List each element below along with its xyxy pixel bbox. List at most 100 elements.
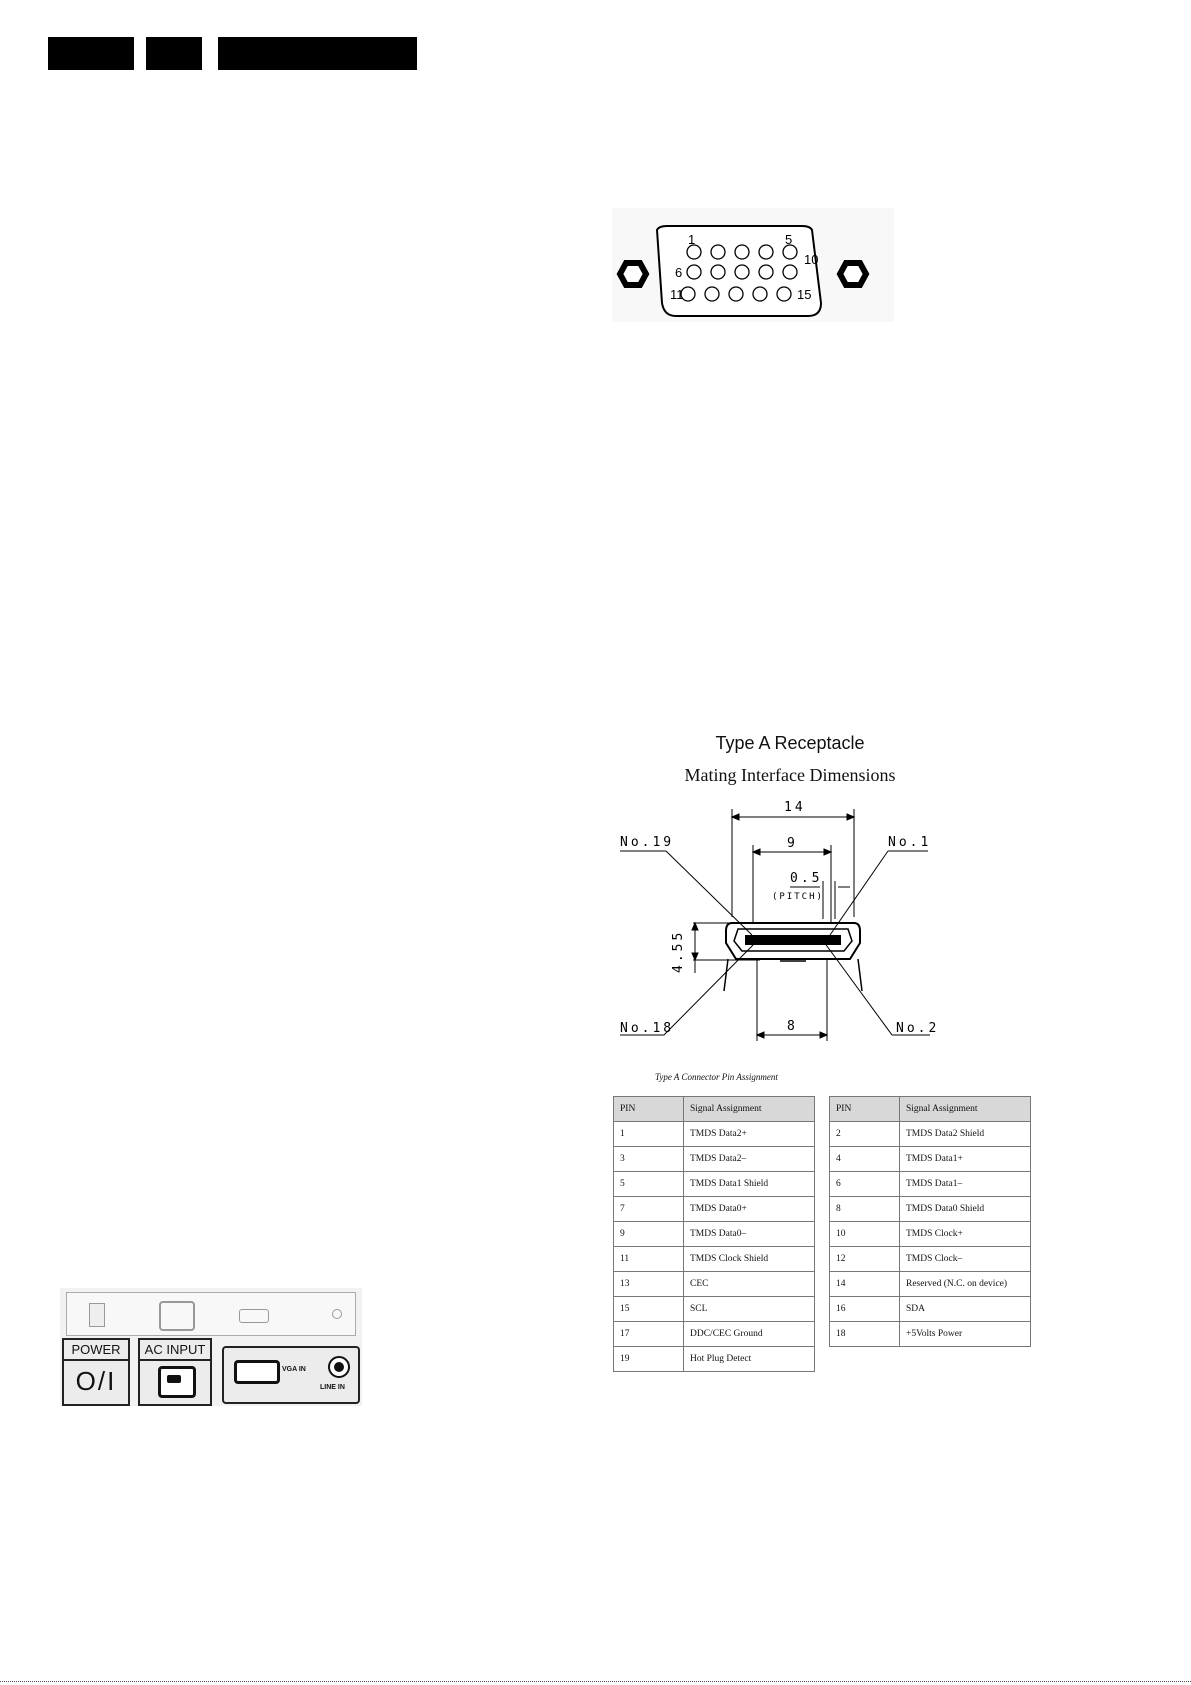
signal-cell: TMDS Data1+ [899,1146,1031,1172]
signal-cell: TMDS Data0– [683,1221,815,1247]
header-bar-1 [48,37,134,70]
audio-jack-icon [332,1309,342,1319]
pin-cell: 10 [829,1221,900,1247]
signal-cell: TMDS Clock– [899,1246,1031,1272]
header-bar-3 [218,37,417,70]
power-symbol: O/I [75,1366,117,1396]
right-screw-icon [836,260,870,288]
pin-cell: 14 [829,1271,900,1297]
header-bar-2 [146,37,202,70]
ac-socket-icon [159,1301,195,1331]
hdmi-figure-title: Type A Receptacle [715,733,865,753]
pin-table-caption: Type A Connector Pin Assignment [655,1072,778,1082]
pin-cell: 8 [829,1196,900,1222]
pin-label-10: 10 [804,252,818,267]
pin-holes [680,244,798,302]
signal-cell: TMDS Clock Shield [683,1246,815,1272]
signal-cell: TMDS Clock+ [899,1221,1031,1247]
signal-cell: +5Volts Power [899,1321,1031,1347]
ac-input-label: AC INPUT [140,1342,210,1361]
pin-cell: 11 [613,1246,684,1272]
dim-height: 4.55 [671,930,686,973]
dim-pitch-label: (PITCH) [772,892,824,902]
rear-panel-top-strip [66,1292,356,1336]
pin-cell: 1 [613,1121,684,1147]
pin-cell: 7 [613,1196,684,1222]
pin-cell: 9 [613,1221,684,1247]
pin-cell: 3 [613,1146,684,1172]
signal-cell: TMDS Data1– [899,1171,1031,1197]
pin-label-1: 1 [688,232,695,247]
callout-no1: No.1 [888,835,931,850]
callout-no2: No.2 [896,1021,939,1036]
dim-14: 14 [784,800,806,815]
power-switch-icon [89,1303,105,1327]
pin-cell: 6 [829,1171,900,1197]
line-in-jack-icon [328,1356,350,1378]
receptacle-shell [725,922,861,960]
signal-cell: Hot Plug Detect [683,1346,815,1372]
header-pin: PIN [613,1096,684,1122]
signal-cell: TMDS Data2– [683,1146,815,1172]
pin-label-5: 5 [785,232,792,247]
signal-cell: SDA [899,1296,1031,1322]
pin-label-6: 6 [675,265,682,280]
pin-cell: 19 [613,1346,684,1372]
signal-cell: TMDS Data2 Shield [899,1121,1031,1147]
pin-cell: 12 [829,1246,900,1272]
pin-cell: 4 [829,1146,900,1172]
pin-label-15: 15 [797,287,811,302]
hdmi-receptacle-diagram: 14 9 0.5 8 No.19 No.1 No.18 No.2 (PITCH)… [620,800,939,1041]
dim-9: 9 [787,836,798,851]
header-signal: Signal Assignment [683,1096,815,1122]
pin-cell: 17 [613,1321,684,1347]
signal-cell: SCL [683,1296,815,1322]
bottom-dotted-rule [0,1681,1191,1682]
header-signal: Signal Assignment [899,1096,1031,1122]
pin-cell: 18 [829,1321,900,1347]
ac-inlet-icon [158,1366,196,1398]
dim-pitch: 0.5 [790,871,822,886]
table-header-row: PIN Signal Assignment [829,1096,1031,1122]
line-in-label: LINE IN [320,1384,345,1391]
vga-in-port-icon [234,1360,280,1384]
rear-panel-illustration: POWER O/I AC INPUT VGA IN LINE IN [60,1288,362,1406]
signal-cell: TMDS Data0+ [683,1196,815,1222]
pin-cell: 15 [613,1296,684,1322]
header-pin: PIN [829,1096,900,1122]
pin-cell: 16 [829,1296,900,1322]
vga-in-label: VGA IN [282,1366,306,1373]
signal-cell: Reserved (N.C. on device) [899,1271,1031,1297]
callout-no19: No.19 [620,835,674,850]
power-label: POWER [64,1342,128,1361]
signal-cell: CEC [683,1271,815,1297]
left-screw-icon [616,260,650,288]
table-header-row: PIN Signal Assignment [613,1096,815,1122]
vga-line-in-block: VGA IN LINE IN [222,1346,360,1404]
vga-port-icon [239,1309,269,1323]
table-row: 18+5Volts Power [829,1321,1031,1347]
pin-label-11: 11 [670,287,684,302]
pin-cell: 5 [613,1171,684,1197]
pin-cell: 2 [829,1121,900,1147]
